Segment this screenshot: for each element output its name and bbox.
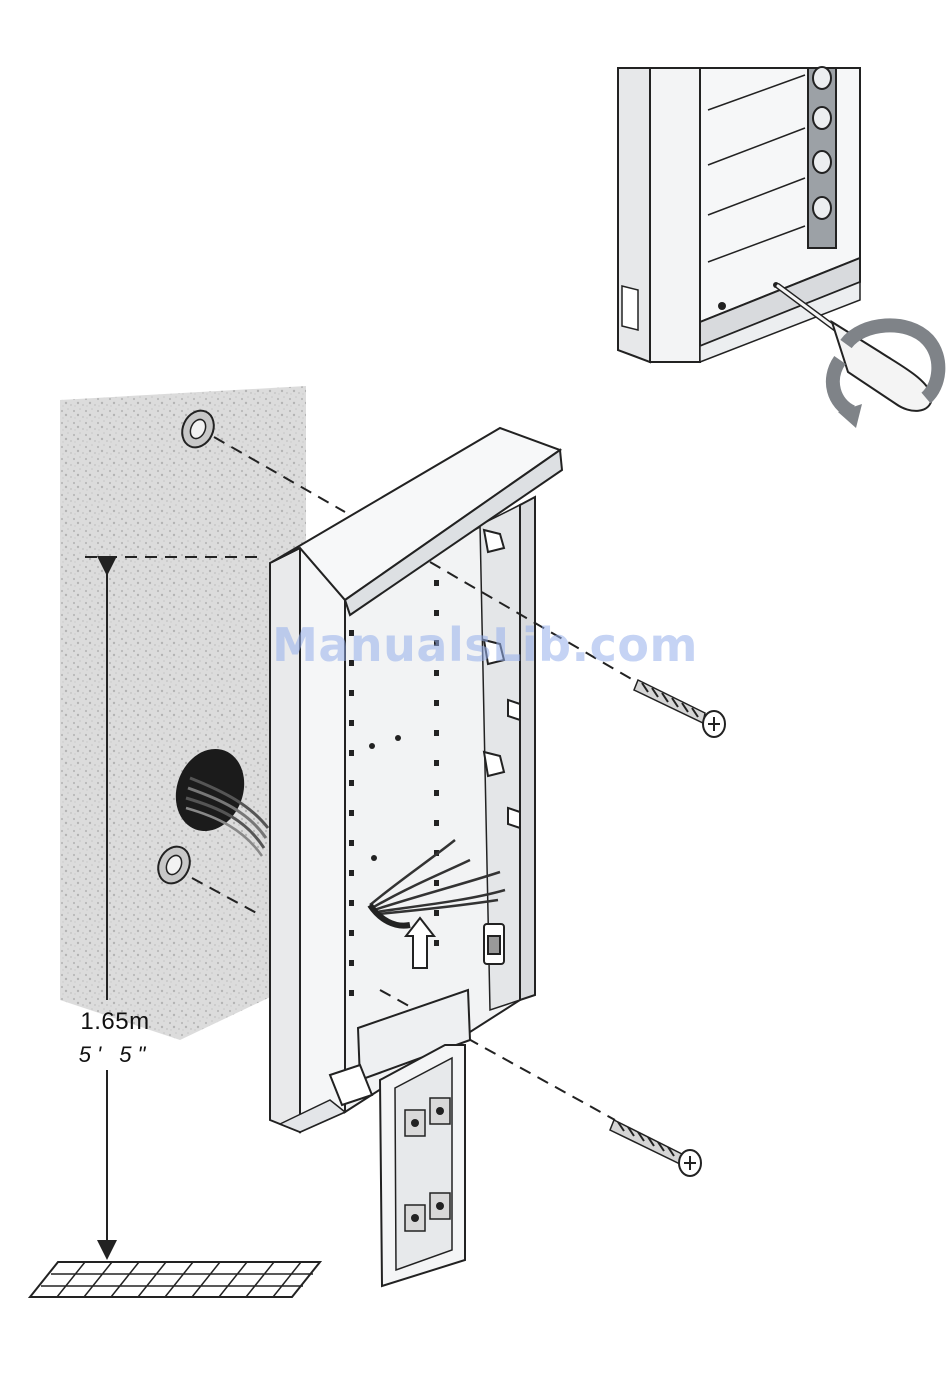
watermark: ManualsLib.com: [265, 618, 705, 672]
screwdriver-icon: [778, 286, 932, 411]
height-metric-label: 1.65m: [40, 1008, 190, 1036]
height-imperial-label: 5' 5": [40, 1042, 190, 1068]
screw-icon: [634, 680, 725, 737]
call-button-column: [808, 67, 836, 248]
floor-grid: [30, 1262, 320, 1297]
screw-icon: [610, 1120, 701, 1176]
